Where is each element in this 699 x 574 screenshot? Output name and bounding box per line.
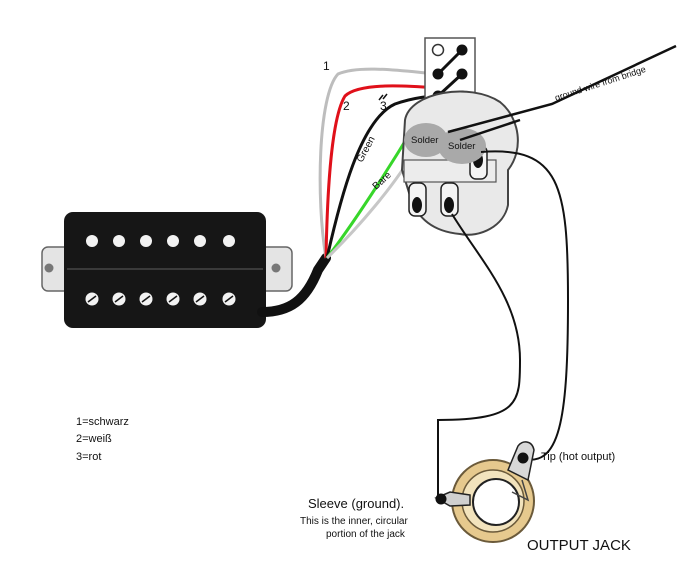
sleeve-description-line2: portion of the jack — [326, 529, 406, 540]
ground-wire-bridge — [447, 44, 677, 134]
wire-red — [324, 84, 439, 259]
wire-white — [318, 67, 439, 259]
pickup-cable — [257, 253, 331, 317]
tip-label: Tip (hot output) — [541, 451, 615, 463]
output-jack — [434, 441, 535, 543]
pole-piece — [86, 235, 98, 247]
wire-number-2: 2 — [343, 99, 350, 113]
pole-piece — [140, 235, 152, 247]
legend-item-2: 2=weiß — [76, 433, 112, 445]
pole-pieces-top — [86, 235, 235, 247]
sleeve-label: Sleeve (ground). — [308, 496, 404, 511]
solder-label-left: Solder — [411, 135, 438, 146]
wire-color-legend: 1=schwarz 2=weiß 3=rot — [76, 416, 129, 463]
pole-screws-bottom — [85, 292, 236, 306]
solder-blob-right — [438, 128, 486, 164]
jack-spring — [511, 479, 530, 502]
jack-sleeve-lug-hole — [435, 493, 447, 505]
pole-piece — [113, 235, 125, 247]
jack-tip-lug-hole — [517, 452, 529, 464]
wire-number-3: 3 — [380, 99, 387, 113]
pot-lug-hole — [444, 197, 454, 213]
jack-socket — [472, 478, 520, 526]
pot-lug-hole — [412, 197, 422, 213]
pole-piece — [194, 235, 206, 247]
ground-wire-to-jack — [480, 150, 570, 461]
mounting-screw-hole-left — [44, 263, 54, 273]
wire-tick — [378, 94, 384, 101]
hot-wire-to-jack — [437, 213, 522, 498]
mounting-screw-hole-right — [271, 263, 281, 273]
pole-piece — [167, 235, 179, 247]
output-jack-title: OUTPUT JACK — [527, 537, 631, 554]
pole-piece — [223, 235, 235, 247]
ground-wire-label: ground wire from bridge — [554, 64, 647, 103]
humbucker-pickup — [41, 212, 293, 328]
solder-blob-left — [404, 123, 448, 157]
wire-number-1: 1 — [323, 59, 330, 73]
wire-tick — [382, 93, 388, 100]
ground-wire-link — [459, 118, 521, 142]
sleeve-description-line1: This is the inner, circular — [300, 516, 408, 527]
solder-label-right: Solder — [448, 141, 475, 152]
switch-lug — [431, 43, 445, 57]
jumper-wire — [436, 48, 464, 76]
legend-item-3: 3=rot — [76, 451, 101, 463]
volume-pot — [400, 90, 519, 236]
coil-divider — [67, 268, 263, 270]
legend-item-1: 1=schwarz — [76, 416, 129, 428]
